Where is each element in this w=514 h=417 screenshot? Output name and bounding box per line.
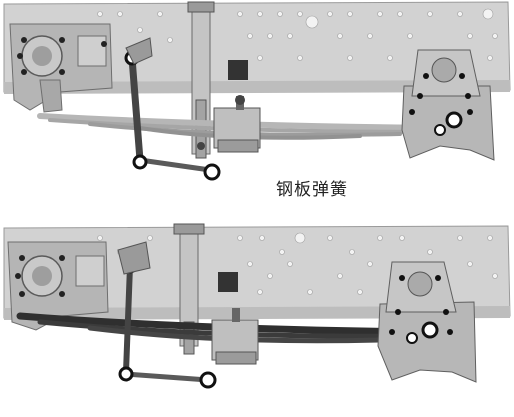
axle-clamp [211,308,259,365]
small-box [218,272,238,292]
front-bracket [9,23,113,113]
axle-clamp [213,95,261,153]
rear-shackle-bracket [377,261,477,383]
bottom-suspension-illustration [0,212,514,417]
front-bracket [7,241,109,331]
rear-shackle-bracket [401,49,495,161]
lateral-link-rod [124,37,221,181]
small-box [228,60,248,80]
leaf-spring-caption: 钢板弹簧 [276,180,348,200]
frame-holes [97,232,498,295]
bottom-suspension-drawing [3,223,511,389]
lateral-link-rod [117,241,217,389]
top-suspension-drawing [3,1,511,181]
top-suspension-illustration: 钢板弹簧 [0,0,514,200]
